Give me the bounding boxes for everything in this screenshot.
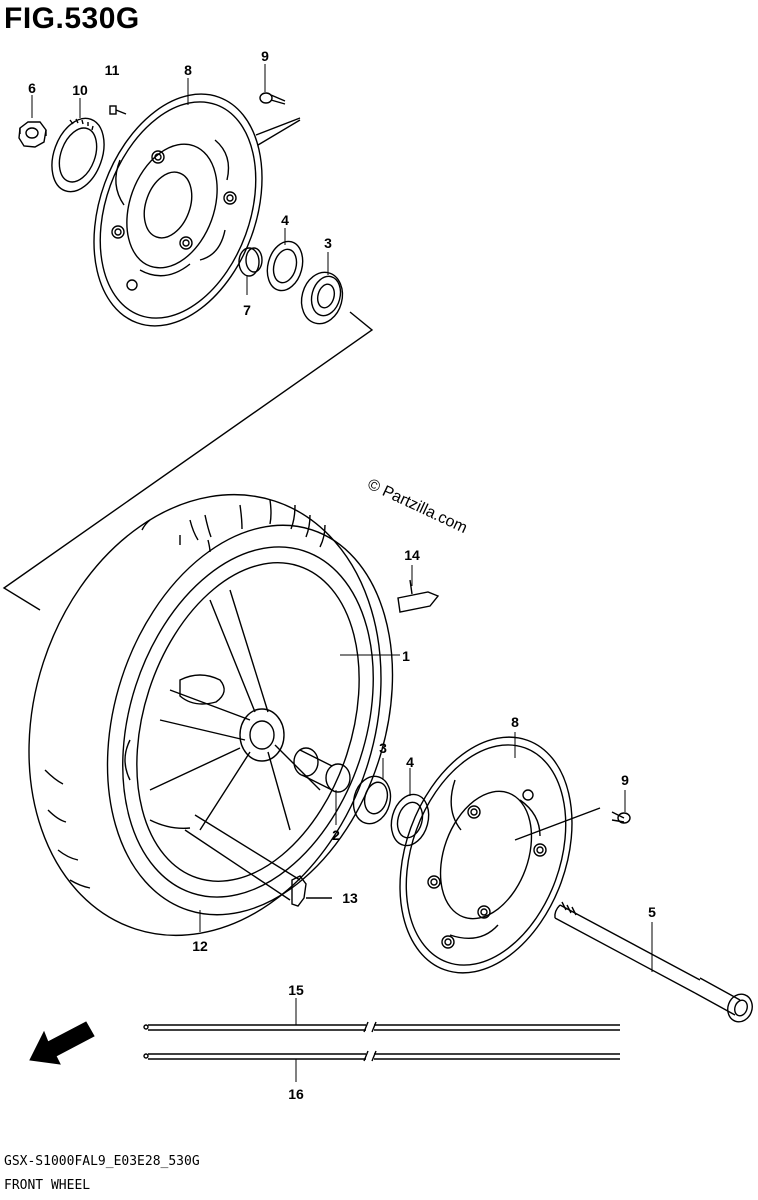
callout-13: 13 (342, 890, 358, 906)
callout-11: 11 (104, 62, 120, 78)
callout-9-lower: 9 (621, 772, 629, 788)
oil-seal-upper (266, 240, 304, 292)
callout-8-upper: 8 (184, 62, 192, 78)
callout-9-upper: 9 (261, 48, 269, 64)
lower-brake-disc (399, 736, 573, 974)
callout-3-lower: 3 (379, 740, 387, 756)
leader-lines (31, 64, 653, 1082)
callout-5: 5 (648, 904, 656, 920)
fwd-arrow-icon (29, 1021, 95, 1065)
callout-2: 2 (332, 827, 340, 843)
figure-caption: FRONT WHEEL (4, 1178, 91, 1193)
callout-14: 14 (404, 547, 420, 563)
bolt-upper (259, 92, 286, 105)
model-code: GSX-S1000FAL9_E03E28_530G (4, 1154, 200, 1169)
fastener-rod-16 (143, 1050, 620, 1062)
callout-15: 15 (288, 982, 304, 998)
callout-7: 7 (243, 302, 251, 318)
callout-16: 16 (288, 1086, 304, 1102)
callout-8-lower: 8 (511, 714, 519, 730)
callout-10: 10 (72, 82, 88, 98)
nut-part (18, 121, 47, 148)
front-axle (554, 901, 753, 1023)
screw-part-11 (109, 105, 127, 115)
sensor-rotor (51, 117, 105, 193)
tire (28, 493, 394, 937)
bolt-lower (611, 811, 631, 824)
bearing-upper (300, 271, 344, 325)
callout-3-upper: 3 (324, 235, 332, 251)
tire-valve (291, 875, 332, 907)
callout-12: 12 (192, 938, 208, 954)
figure-title: FIG.530G (4, 2, 140, 35)
bearing-lower (352, 775, 392, 825)
axle-spacer (293, 747, 351, 793)
fastener-rod-15 (143, 1021, 620, 1033)
callout-1: 1 (402, 648, 410, 664)
callout-6: 6 (28, 80, 36, 96)
balance-weight (397, 579, 440, 613)
spacer-part (238, 247, 263, 277)
callout-4-lower: 4 (406, 754, 414, 770)
callout-4-upper: 4 (281, 212, 289, 228)
upper-brake-disc (93, 93, 263, 327)
oil-seal-lower (390, 793, 430, 847)
wheel-rim (122, 546, 374, 898)
